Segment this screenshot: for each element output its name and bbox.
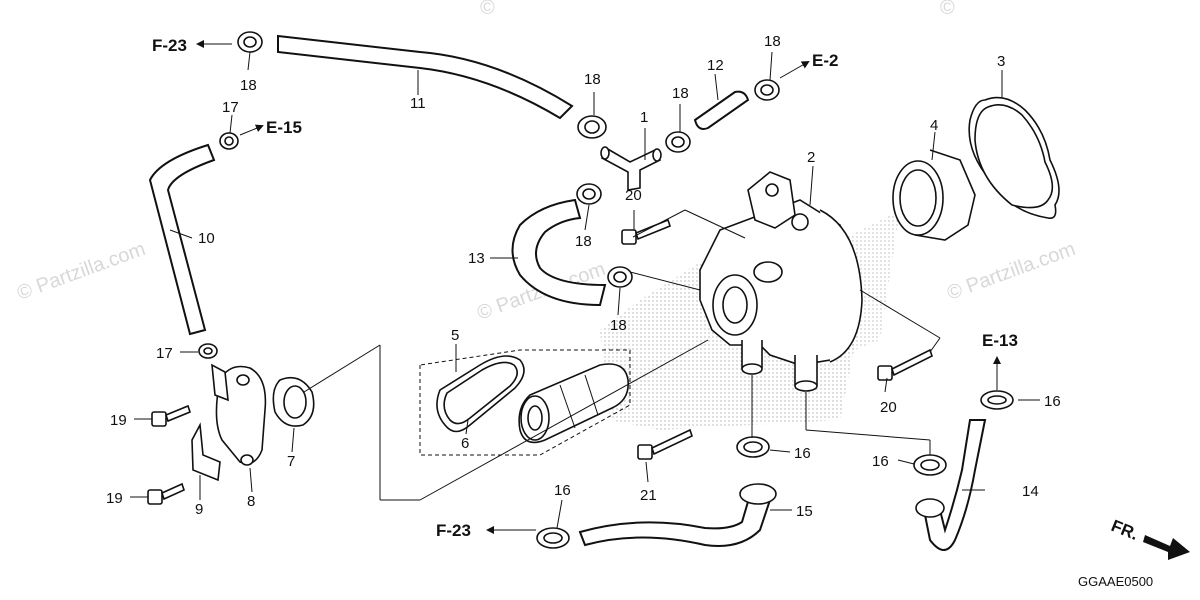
hose-11: [277, 34, 574, 120]
clamp-18-c: [576, 183, 602, 205]
bolt-20a: [621, 218, 671, 245]
joint-1: [600, 146, 662, 191]
callout-8: 8: [247, 493, 255, 510]
callout-9: 9: [195, 501, 203, 518]
hose-14: [923, 419, 987, 551]
bolt-21: [637, 428, 693, 460]
clamp-17-top: [219, 132, 239, 150]
callout-21: 21: [640, 487, 657, 504]
pump-cover-4: [892, 149, 976, 241]
leader-lines: [130, 51, 1040, 529]
clamp-18-e2: [754, 79, 780, 101]
hose-14-end: [915, 498, 945, 518]
callout-5: 5: [451, 327, 459, 344]
callout-6: 6: [461, 435, 469, 452]
callout-16-e13: 16: [1044, 393, 1061, 410]
callout-15: 15: [796, 503, 813, 520]
gasket-3: [968, 96, 1060, 220]
clamp-16-center: [736, 436, 770, 458]
callout-1: 1: [640, 109, 648, 126]
callout-3: 3: [997, 53, 1005, 70]
watermark-top-mark: ©: [480, 0, 495, 19]
thermostat-cover: [191, 363, 315, 482]
callout-20-a: 20: [625, 187, 642, 204]
clamp-18-a: [577, 115, 607, 139]
callout-18-top-left: 18: [240, 77, 257, 94]
hose-15: [578, 493, 772, 547]
hose-10: [148, 143, 216, 336]
clamp-18-b: [665, 131, 691, 153]
clamp-17-bottom: [198, 343, 218, 359]
water-pump-body: [699, 171, 863, 392]
ref-f23-top[interactable]: F-23: [152, 36, 187, 55]
ref-e15[interactable]: E-15: [266, 118, 302, 137]
callout-18-a: 18: [584, 71, 601, 88]
hose-12: [693, 90, 750, 130]
callout-17-bottom: 17: [156, 345, 173, 362]
clamp-18-top-left: [237, 31, 263, 53]
clamp-16-e13: [980, 390, 1014, 410]
clamps: [198, 31, 1014, 549]
callout-19-b: 19: [106, 490, 123, 507]
callout-2: 2: [807, 149, 815, 166]
hose-15-end: [739, 483, 777, 505]
bolt-19b: [147, 482, 185, 505]
ref-e2[interactable]: E-2: [812, 51, 838, 70]
callout-20-b: 20: [880, 399, 897, 416]
thermostat-box: [419, 349, 631, 456]
watermark-top-right-mark: ©: [940, 0, 955, 19]
callout-18-b: 18: [672, 85, 689, 102]
front-arrow-icon: [1143, 535, 1190, 560]
front-direction-arrow: FR.: [1109, 516, 1190, 560]
callout-18-c: 18: [575, 233, 592, 250]
callout-16-right: 16: [872, 453, 889, 470]
watermark-left: © Partzilla.com: [14, 238, 148, 305]
callout-7: 7: [287, 453, 295, 470]
front-arrow-label: FR.: [1109, 516, 1142, 544]
bolt-19a: [151, 404, 191, 427]
callout-10: 10: [198, 230, 215, 247]
bolt-20b: [877, 348, 933, 381]
callout-4: 4: [930, 117, 938, 134]
callout-18-d: 18: [610, 317, 627, 334]
diagram-code: GGAAE0500: [1078, 574, 1153, 589]
watermark-right: © Partzilla.com: [944, 238, 1078, 305]
thermostat-assembly: [436, 355, 629, 444]
callout-11: 11: [410, 95, 426, 112]
clamp-18-d: [607, 266, 633, 288]
hose-13: [511, 198, 607, 307]
callout-19-a: 19: [110, 412, 127, 429]
callout-16-bottom: 16: [554, 482, 571, 499]
callout-18-e2: 18: [764, 33, 781, 50]
callout-17-top: 17: [222, 99, 239, 116]
callout-13: 13: [468, 250, 485, 267]
callout-12: 12: [707, 57, 724, 74]
callouts: 1 2 3 4 5 6 7 8 9 10 11 12 13 14 15 16 1…: [106, 33, 1061, 520]
ref-f23-bottom[interactable]: F-23: [436, 521, 471, 540]
ref-arrows: [196, 40, 1001, 534]
ref-e13[interactable]: E-13: [982, 331, 1018, 350]
clamp-16-bottom: [536, 527, 570, 549]
callout-16-center: 16: [794, 445, 811, 462]
bolts: [147, 218, 933, 505]
clamp-16-right: [913, 454, 947, 476]
callout-14: 14: [1022, 483, 1039, 500]
